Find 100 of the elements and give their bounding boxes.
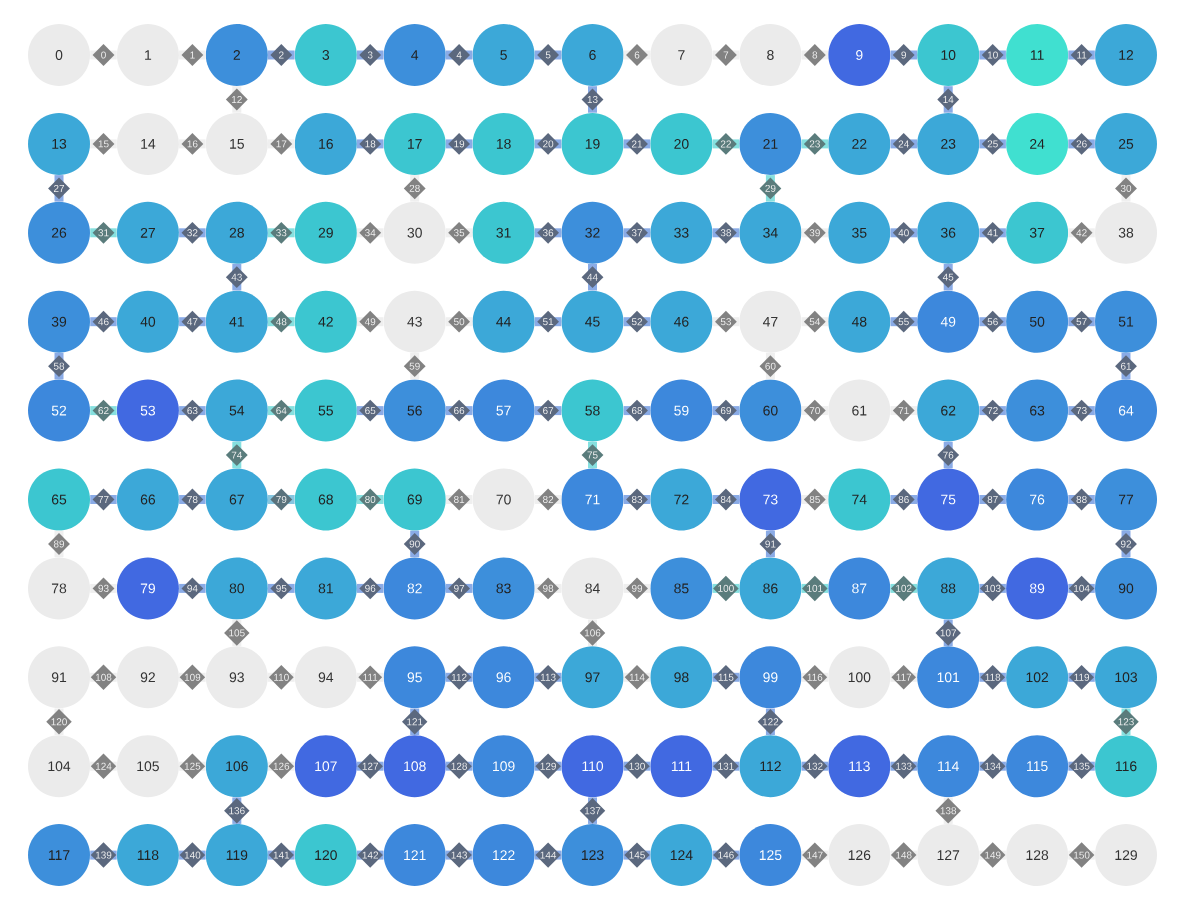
circle-node: 76 xyxy=(1006,468,1069,531)
edge-label: 33 xyxy=(270,221,293,244)
edge-label: 63 xyxy=(181,399,204,422)
circle-node: 39 xyxy=(28,290,90,353)
circle-node: 27 xyxy=(116,201,179,264)
circle-node: 1 xyxy=(116,24,179,86)
connector xyxy=(623,317,651,327)
circle-node: 2 xyxy=(205,24,268,86)
circle-node: 51 xyxy=(1095,290,1157,353)
circle-node: 13 xyxy=(28,112,90,175)
circle-node: 35 xyxy=(828,201,891,264)
circle-node: 43 xyxy=(383,290,446,353)
edge-label: 4 xyxy=(448,44,471,66)
edge-label: 0 xyxy=(92,44,115,66)
edge-label: 44 xyxy=(581,266,604,289)
circle-node: 96 xyxy=(472,646,535,709)
edge-label: 19 xyxy=(448,133,471,155)
edge-label: 6 xyxy=(626,44,648,66)
edge-label: 17 xyxy=(270,133,293,155)
edge-label: 46 xyxy=(92,310,115,333)
circle-node: 94 xyxy=(294,646,357,709)
edge-label: 145 xyxy=(624,842,650,868)
circle-node: 26 xyxy=(28,201,90,264)
connector xyxy=(623,228,651,238)
connector xyxy=(357,672,384,682)
connector xyxy=(1068,406,1095,416)
circle-node: 123 xyxy=(561,824,624,887)
circle-node: 50 xyxy=(1006,290,1069,353)
connector xyxy=(765,175,775,202)
edge-label: 58 xyxy=(48,355,70,378)
edge-label: 78 xyxy=(181,488,204,511)
edge-label: 103 xyxy=(979,575,1006,602)
circle-node: 100 xyxy=(828,646,891,709)
connector xyxy=(54,530,64,558)
edge-label: 102 xyxy=(890,575,917,602)
circle-node: 97 xyxy=(561,646,624,709)
circle-node: 8 xyxy=(739,24,802,86)
edge-label: 100 xyxy=(713,575,739,602)
edge-label: 9 xyxy=(892,44,915,66)
edge-label: 76 xyxy=(937,444,960,466)
circle-node: 53 xyxy=(116,379,179,442)
circle-node: 113 xyxy=(828,735,891,798)
edge-label: 150 xyxy=(1068,842,1095,868)
connector xyxy=(801,139,829,149)
circle-node: 62 xyxy=(917,379,980,442)
connector xyxy=(90,139,117,149)
circle-node: 6 xyxy=(561,24,624,86)
edge-label: 114 xyxy=(624,665,650,690)
circle-node: 18 xyxy=(472,112,535,175)
edge-label: 67 xyxy=(537,399,559,422)
edge-label: 24 xyxy=(892,133,915,155)
connector xyxy=(623,495,651,504)
circle-node: 110 xyxy=(561,735,624,798)
connector xyxy=(890,50,917,60)
edge-label: 106 xyxy=(579,620,606,646)
circle-node: 85 xyxy=(650,557,713,620)
circle-node: 106 xyxy=(205,735,268,798)
edge-label: 143 xyxy=(446,842,472,868)
edge-label: 122 xyxy=(757,709,784,735)
circle-node: 12 xyxy=(1095,24,1157,86)
connector xyxy=(534,406,562,416)
connector xyxy=(1068,139,1095,149)
edge-label: 134 xyxy=(979,753,1006,779)
connector xyxy=(534,583,562,593)
edge-label: 72 xyxy=(981,399,1004,422)
connector xyxy=(232,86,242,113)
edge-label: 93 xyxy=(92,577,115,600)
edge-label: 118 xyxy=(980,664,1006,690)
edge-label: 83 xyxy=(626,488,648,511)
edge-label: 27 xyxy=(48,177,70,200)
circle-node: 29 xyxy=(294,201,357,264)
circle-node: 109 xyxy=(472,735,535,798)
connector xyxy=(534,317,562,327)
connector xyxy=(801,495,829,504)
circle-node: 31 xyxy=(472,201,535,264)
connector xyxy=(54,352,64,380)
connector xyxy=(1121,352,1131,380)
circle-node: 24 xyxy=(1006,112,1069,175)
edge-label: 138 xyxy=(935,797,961,824)
circle-node: 52 xyxy=(28,379,90,442)
circle-node: 60 xyxy=(739,379,802,442)
edge-label: 144 xyxy=(535,842,561,868)
circle-node: 54 xyxy=(205,379,268,442)
connector xyxy=(534,139,562,149)
edge-label: 50 xyxy=(448,310,471,333)
connector xyxy=(357,583,384,593)
circle-node: 10 xyxy=(917,24,980,86)
edge-label: 120 xyxy=(46,709,72,735)
edge-label: 42 xyxy=(1070,221,1093,244)
circle-node: 32 xyxy=(561,201,624,264)
edge-label: 139 xyxy=(90,842,117,868)
edge-label: 41 xyxy=(981,221,1004,244)
connector xyxy=(1068,317,1095,327)
connector xyxy=(588,441,597,469)
connector xyxy=(445,228,473,238)
connector xyxy=(179,495,206,504)
circle-node: 101 xyxy=(917,646,980,709)
connector xyxy=(54,175,64,202)
edge-label: 55 xyxy=(892,310,915,333)
connector xyxy=(943,86,953,113)
